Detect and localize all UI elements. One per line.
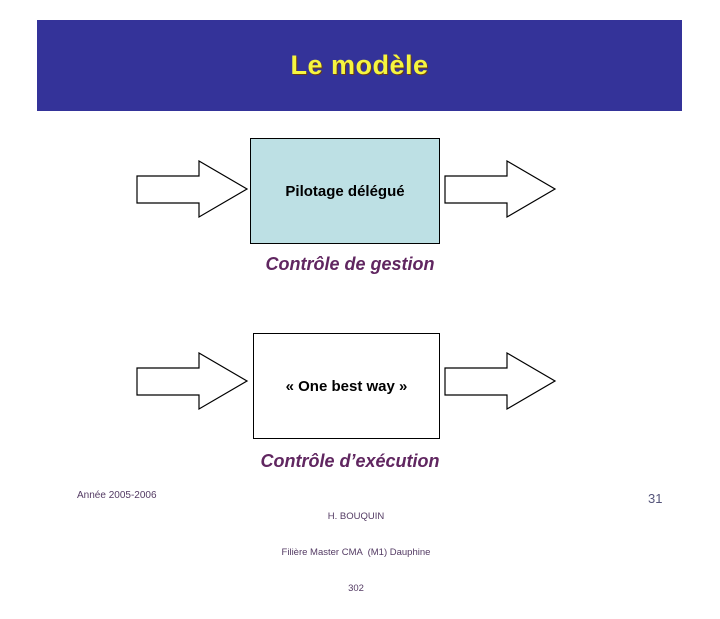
- right-arrow-icon: [136, 352, 249, 411]
- footer-credits-line: 302: [348, 583, 364, 594]
- page-number: 31: [648, 491, 663, 506]
- footer-credits: H. BOUQUIN Filière Master CMA (M1) Dauph…: [206, 487, 506, 619]
- slide-title: Le modèle: [290, 50, 429, 80]
- pilotage-delegue-box: Pilotage délégué: [250, 138, 440, 244]
- controle-de-gestion-label: Contrôle de gestion: [265, 254, 435, 274]
- footer-credits-line: Filière Master CMA (M1) Dauphine: [281, 547, 431, 558]
- title-banner: Le modèle: [37, 20, 682, 111]
- controle-dexecution-label: Contrôle d’exécution: [260, 451, 440, 471]
- right-arrow-icon: [444, 160, 557, 219]
- pilotage-delegue-label: Pilotage délégué: [285, 182, 405, 200]
- footer-date: Année 2005-2006: [77, 490, 157, 501]
- right-arrow-icon: [444, 352, 557, 411]
- one-best-way-label: « One best way »: [285, 377, 408, 395]
- footer-credits-line: H. BOUQUIN: [327, 511, 385, 522]
- one-best-way-box: « One best way »: [253, 333, 440, 439]
- right-arrow-icon: [136, 160, 249, 219]
